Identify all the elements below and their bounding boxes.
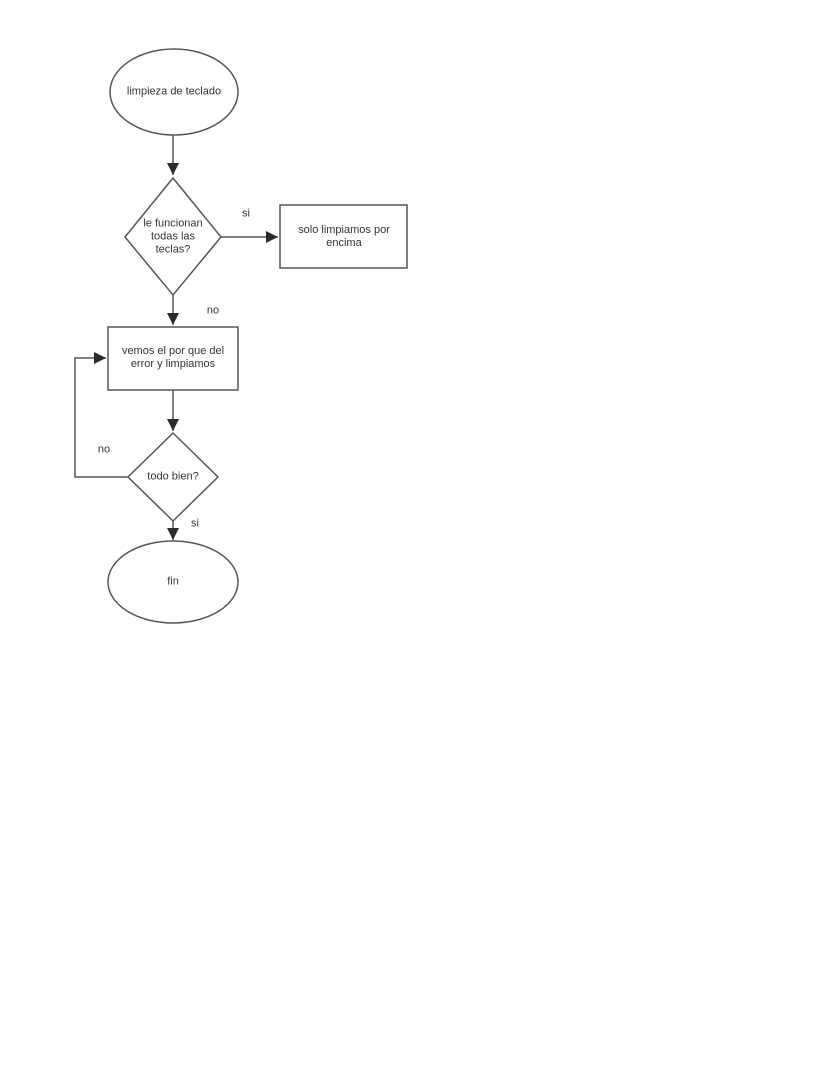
process-surface-shape [279,204,408,269]
decision-keys-shape [124,176,222,297]
process-error-shape [107,326,239,391]
decision-ok-shape [126,431,220,523]
edge-ok-no-feedback [74,352,128,478]
end-node-shape [107,540,239,624]
start-node-shape [109,48,239,136]
